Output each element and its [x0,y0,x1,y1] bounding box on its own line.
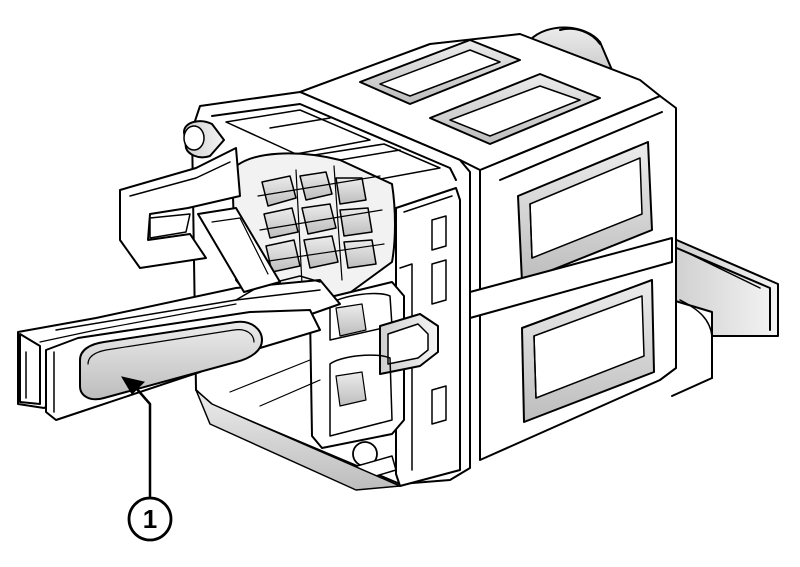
frame-slot-lower [431,385,447,425]
callout-arrowhead [120,376,145,395]
frame-slot-upper [431,215,447,251]
release-latch [309,281,439,483]
rear-tray [671,237,779,397]
frame-slot-middle [431,259,447,305]
callout-circle [127,496,173,542]
grille-cells [261,171,377,273]
callout-leader [120,376,152,498]
callout-1: 1 [127,496,173,542]
left-bracket [119,120,241,269]
callout-number: 1 [143,504,157,534]
module-body-top [299,33,661,171]
bottom-frame [195,359,401,491]
